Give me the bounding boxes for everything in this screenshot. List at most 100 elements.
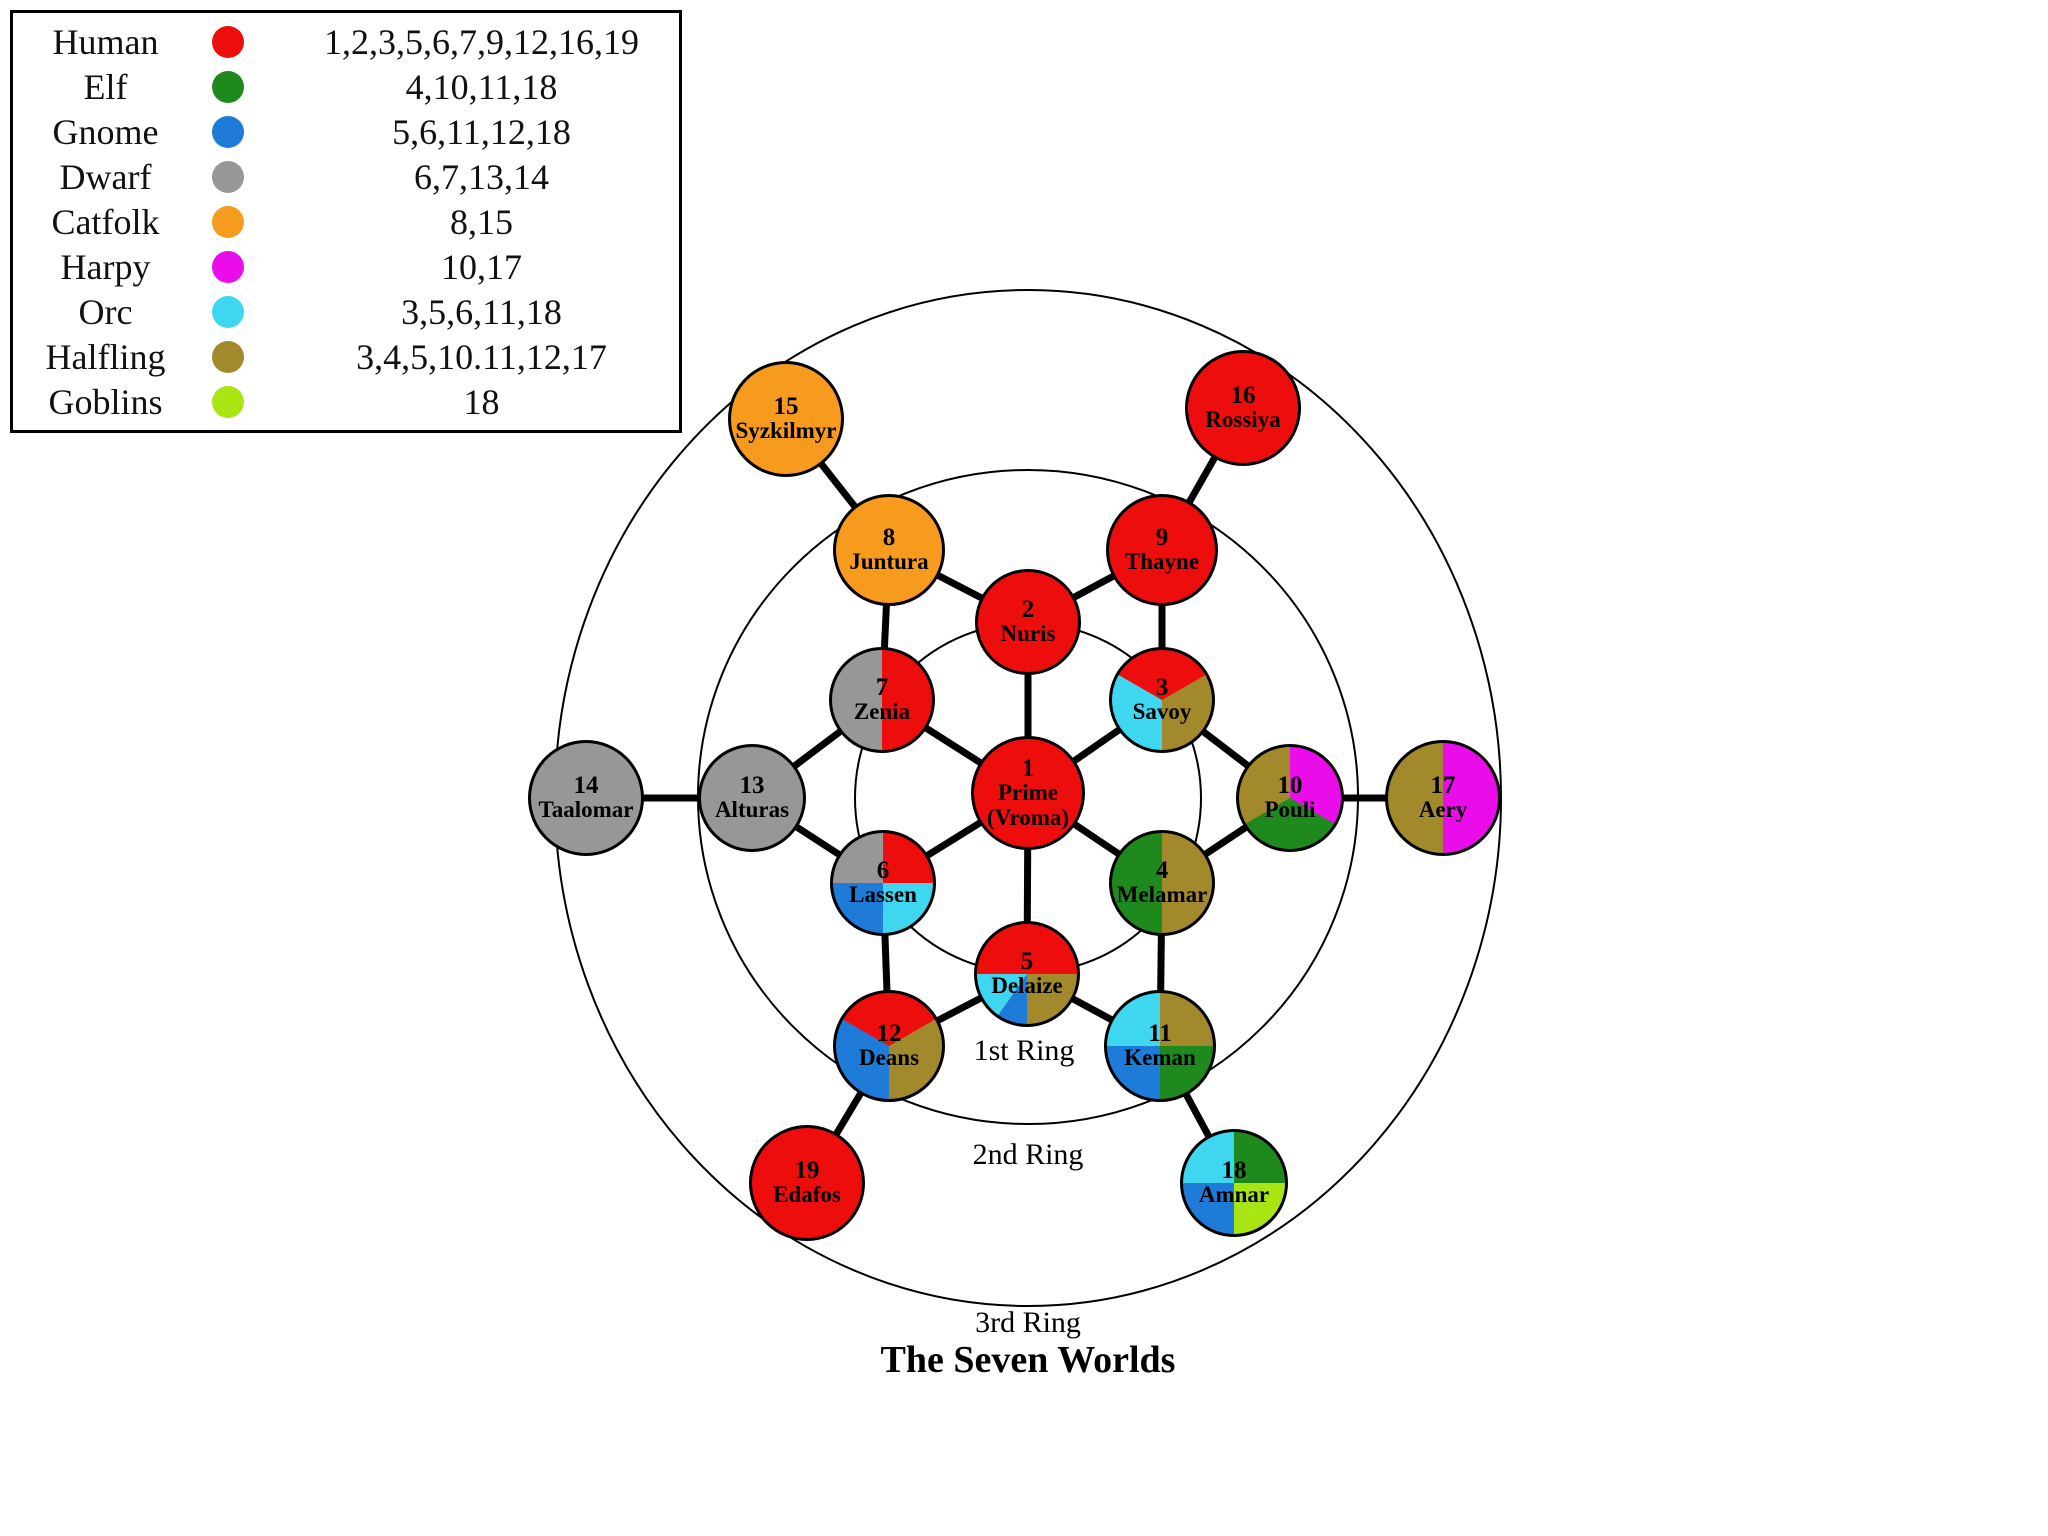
world-number: 8 xyxy=(882,524,896,552)
world-name: Prime xyxy=(997,780,1058,806)
race-color-dot xyxy=(212,295,244,328)
race-color-dot xyxy=(212,115,244,148)
race-color-dot xyxy=(212,250,244,283)
race-worlds: 6,7,13,14 xyxy=(414,156,549,197)
race-worlds: 8,15 xyxy=(450,201,513,242)
world-name: Zenia xyxy=(853,699,911,725)
race-label: Human xyxy=(52,21,159,62)
world-number: 17 xyxy=(1430,772,1456,800)
race-color-dot xyxy=(212,70,244,103)
world-number: 16 xyxy=(1230,382,1256,410)
world-number: 10 xyxy=(1277,772,1303,800)
race-label: Halfling xyxy=(45,336,166,377)
world-name: Lassen xyxy=(849,882,917,908)
world-number: 4 xyxy=(1155,857,1169,885)
world-name: Aery xyxy=(1418,797,1468,823)
world-number: 12 xyxy=(876,1020,902,1048)
race-worlds: 5,6,11,12,18 xyxy=(392,111,571,152)
race-worlds: 1,2,3,5,6,7,9,12,16,19 xyxy=(324,21,639,62)
world-number: 13 xyxy=(739,772,765,800)
world-number: 3 xyxy=(1155,674,1169,702)
legend-row: Goblins 18 xyxy=(13,379,679,424)
world-name: Alturas xyxy=(714,797,790,823)
race-label: Orc xyxy=(78,291,133,332)
world-name: Keman xyxy=(1124,1045,1196,1071)
world-number: 6 xyxy=(876,857,890,885)
world-name: Thayne xyxy=(1124,549,1200,575)
world-number: 19 xyxy=(794,1157,820,1185)
race-worlds: 10,17 xyxy=(441,246,522,287)
race-color-dot xyxy=(212,385,244,418)
legend-row: Catfolk 8,15 xyxy=(13,199,679,244)
world-name: Melamar xyxy=(1116,882,1208,908)
legend-row: Halfling 3,4,5,10.11,12,17 xyxy=(13,334,679,379)
legend-row: Dwarf 6,7,13,14 xyxy=(13,154,679,199)
world-name: Rossiya xyxy=(1205,407,1281,433)
race-label: Gnome xyxy=(52,111,159,152)
race-worlds: 3,4,5,10.11,12,17 xyxy=(356,336,607,377)
map-title: The Seven Worlds xyxy=(880,1339,1176,1381)
legend-row: Orc 3,5,6,11,18 xyxy=(13,289,679,334)
world-number: 5 xyxy=(1020,948,1034,976)
world-number: 2 xyxy=(1021,596,1035,624)
legend-row: Elf 4,10,11,18 xyxy=(13,64,679,109)
legend-row: Harpy 10,17 xyxy=(13,244,679,289)
ring-label-3: 3rd Ring xyxy=(975,1306,1081,1339)
world-name: Savoy xyxy=(1132,699,1192,725)
race-worlds: 4,10,11,18 xyxy=(405,66,558,107)
world-name: Juntura xyxy=(849,549,929,575)
world-number: 14 xyxy=(573,772,599,800)
world-number: 1 xyxy=(1021,755,1035,783)
ring-label-2: 2nd Ring xyxy=(972,1138,1084,1171)
race-color-dot xyxy=(212,205,244,238)
race-color-dot xyxy=(212,340,244,373)
world-name: Nuris xyxy=(1000,621,1056,647)
world-name: Delaize xyxy=(991,973,1063,999)
world-name: Syzkilmyr xyxy=(735,418,837,444)
world-name: Deans xyxy=(858,1045,920,1071)
legend-row: Gnome 5,6,11,12,18 xyxy=(13,109,679,154)
world-name: Amnar xyxy=(1198,1182,1270,1208)
ring-label-1: 1st Ring xyxy=(973,1034,1075,1067)
race-label: Catfolk xyxy=(51,201,160,242)
world-number: 7 xyxy=(875,674,889,702)
race-label: Dwarf xyxy=(59,156,152,197)
race-worlds: 3,5,6,11,18 xyxy=(401,291,562,332)
world-number: 15 xyxy=(773,393,799,421)
race-label: Harpy xyxy=(60,246,151,287)
race-label: Goblins xyxy=(48,381,163,422)
legend-row: Human 1,2,3,5,6,7,9,12,16,19 xyxy=(13,19,679,64)
world-name: Edafos xyxy=(773,1182,841,1208)
world-number: 9 xyxy=(1155,524,1169,552)
world-number: 18 xyxy=(1221,1157,1247,1185)
world-name: Pouli xyxy=(1264,797,1316,823)
world-name-2: (Vroma) xyxy=(986,804,1070,830)
race-color-dot xyxy=(212,25,244,58)
race-worlds: 18 xyxy=(463,381,500,422)
world-number: 11 xyxy=(1148,1020,1172,1048)
world-name: Taalomar xyxy=(538,797,634,823)
race-label: Elf xyxy=(83,66,128,107)
